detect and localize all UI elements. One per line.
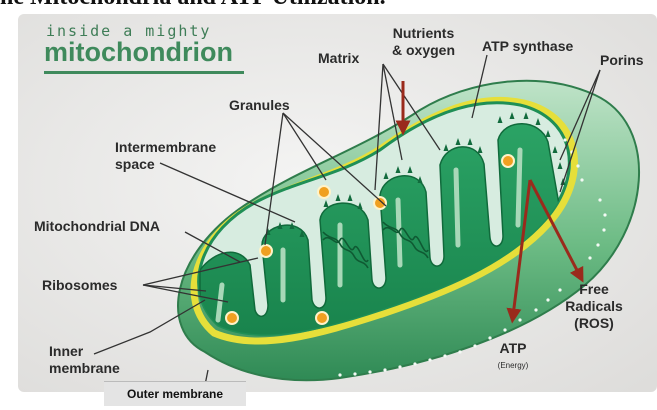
granule	[318, 186, 330, 198]
porin-dot	[580, 178, 583, 181]
porin-dot	[443, 354, 446, 357]
label-atp-synthase: ATP synthase	[482, 38, 573, 55]
porin-dot	[353, 372, 356, 375]
granule	[316, 312, 328, 324]
porin-dot	[603, 213, 606, 216]
porin-dot	[602, 228, 605, 231]
porin-dot	[596, 243, 599, 246]
porin-dot	[368, 370, 371, 373]
porin-dot	[534, 308, 537, 311]
label-free-radicals-line1: Free	[562, 281, 626, 298]
porin-dot	[473, 344, 476, 347]
label-porins: Porins	[600, 52, 644, 69]
porin-dot	[576, 164, 579, 167]
label-inner-line1: Inner	[49, 343, 120, 360]
porin-dot	[588, 256, 591, 259]
label-free-radicals-line2: Radicals	[562, 298, 626, 315]
label-free-radicals: Free Radicals (ROS)	[562, 281, 626, 332]
porin-dot	[428, 358, 431, 361]
label-intermembrane-line1: Intermembrane	[115, 139, 216, 156]
label-intermembrane-line2: space	[115, 156, 216, 173]
porin-dot	[563, 138, 566, 141]
porin-dot	[518, 318, 521, 321]
porin-dot	[598, 198, 601, 201]
label-inner-line2: membrane	[49, 360, 120, 377]
label-outer-membrane: Outer membrane	[104, 387, 246, 401]
label-nutrients: Nutrients & oxygen	[392, 25, 455, 59]
label-inner-membrane: Inner membrane	[49, 343, 120, 377]
label-atp: ATP (Energy)	[491, 340, 535, 374]
granule	[260, 245, 272, 257]
outer-membrane-caption-box: Outer membrane	[104, 381, 246, 406]
porin-dot	[413, 362, 416, 365]
label-atp-text: ATP	[491, 340, 535, 357]
granule	[374, 197, 386, 209]
label-nutrients-line2: & oxygen	[392, 42, 455, 59]
brand-underline	[44, 71, 244, 74]
granule	[226, 312, 238, 324]
label-mito-dna: Mitochondrial DNA	[34, 218, 160, 235]
brand-title: mitochondrion	[44, 37, 233, 68]
label-matrix: Matrix	[318, 50, 359, 67]
label-atp-energy: (Energy)	[491, 357, 535, 374]
label-intermembrane: Intermembrane space	[115, 139, 216, 173]
porin-dot	[503, 328, 506, 331]
label-granules: Granules	[229, 97, 290, 114]
page-caption: he Mitochondria and ATP Utilization.	[0, 0, 386, 11]
porin-dot	[458, 350, 461, 353]
porin-dot	[338, 373, 341, 376]
porin-dot	[398, 365, 401, 368]
porin-dot	[383, 368, 386, 371]
label-nutrients-line1: Nutrients	[392, 25, 455, 42]
label-free-radicals-line3: (ROS)	[562, 315, 626, 332]
label-ribosomes: Ribosomes	[42, 277, 117, 294]
porin-dot	[546, 298, 549, 301]
granule	[502, 155, 514, 167]
